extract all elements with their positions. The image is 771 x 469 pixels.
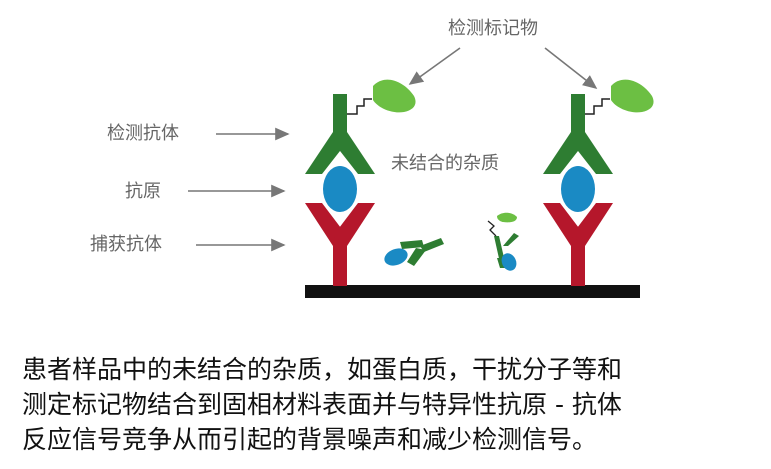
label-unbound-impurity: 未结合的杂质 — [391, 153, 499, 174]
detection-marker-left — [373, 79, 416, 113]
caption-paragraph: 患者样品中的未结合的杂质，如蛋白质，干扰分子等和 测定标记物结合到固相材料表面并… — [22, 352, 767, 457]
detection-antibody-right — [543, 94, 613, 174]
free-antigen-1 — [384, 248, 408, 266]
arrows — [188, 47, 598, 252]
antigen-left — [323, 166, 357, 212]
arrow-marker-right — [544, 47, 598, 89]
free-linker — [487, 220, 497, 237]
caption-line-3: 反应信号竞争从而引起的背景噪声和减少检测信号。 — [22, 425, 598, 454]
capture-antibody-right — [543, 203, 613, 286]
immunoassay-diagram: 检测标记物 检测抗体 抗原 捕获抗体 未结合的杂质 — [90, 18, 654, 298]
label-capture-antibody: 捕获抗体 — [90, 234, 162, 255]
caption-line-2: 测定标记物结合到固相材料表面并与特异性抗原 - 抗体 — [22, 390, 622, 419]
detection-antibody-left — [305, 94, 375, 174]
free-marker — [497, 212, 517, 223]
solid-phase-surface — [305, 285, 640, 298]
linker-left — [347, 98, 372, 115]
left-complex — [305, 79, 416, 286]
antigen-right — [561, 166, 595, 212]
label-detection-antibody: 检测抗体 — [107, 123, 179, 144]
caption-line-1: 患者样品中的未结合的杂质，如蛋白质，干扰分子等和 — [22, 355, 623, 384]
unbound-impurities — [384, 212, 519, 271]
label-antigen: 抗原 — [125, 181, 161, 202]
free-antigen-2 — [501, 253, 517, 271]
label-detection-marker: 检测标记物 — [448, 18, 538, 39]
right-complex — [543, 79, 654, 286]
capture-antibody-left — [305, 203, 375, 286]
arrow-marker-left — [408, 47, 461, 85]
detection-marker-right — [611, 79, 654, 113]
free-antibody-1 — [400, 238, 444, 266]
linker-right — [585, 98, 610, 115]
